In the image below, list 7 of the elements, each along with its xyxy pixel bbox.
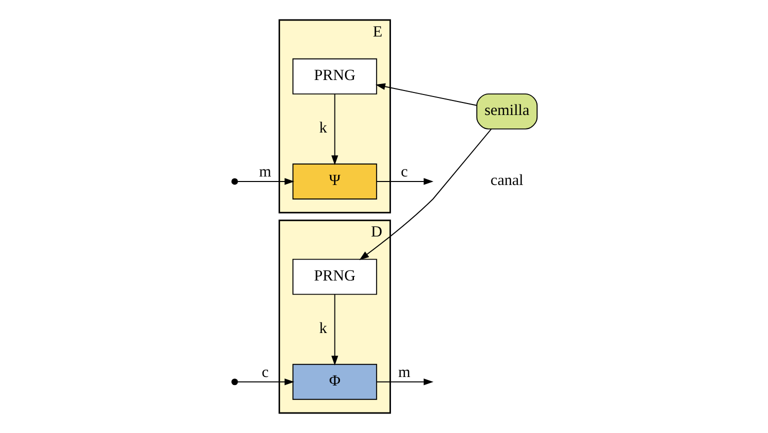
edge-label: c — [261, 364, 268, 381]
edge-label: m — [398, 364, 410, 381]
edge-label: c — [400, 163, 408, 180]
edge-label: k — [318, 320, 326, 338]
edge-label: m — [258, 163, 271, 180]
edge-label: k — [318, 120, 326, 137]
label: canal — [490, 172, 523, 190]
